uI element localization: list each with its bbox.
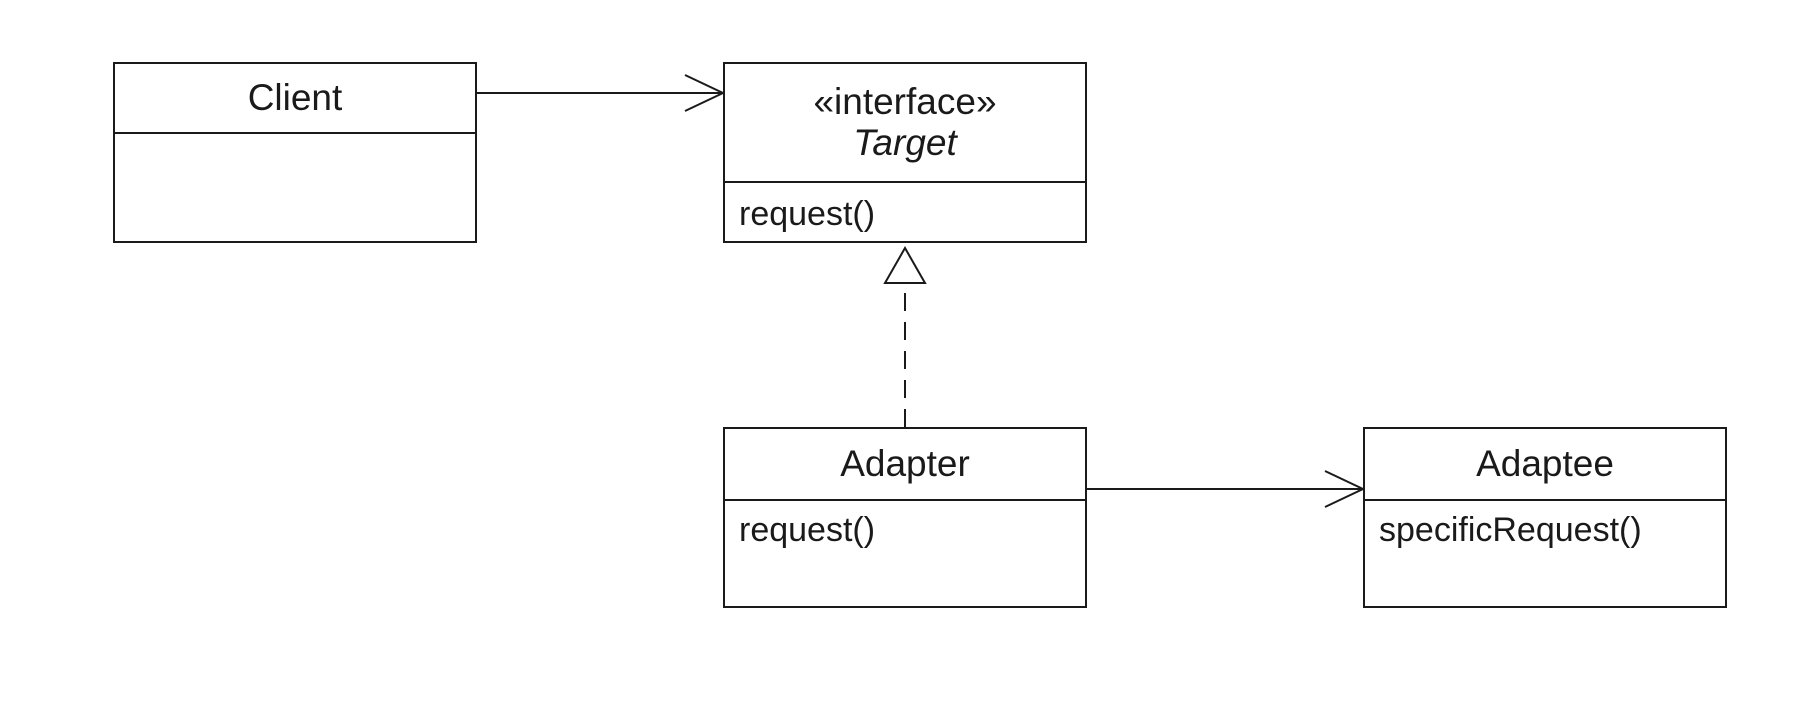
operation: request() [739,195,876,233]
class-client[interactable]: Client [113,62,477,243]
class-target-header: «interface» Target [725,64,1085,183]
realization-adapter-target [883,245,927,427]
class-adapter[interactable]: Adapter request() [723,427,1087,608]
class-adaptee-name: Adaptee [1476,442,1614,484]
class-target-name: Target [853,121,957,163]
association-adapter-adaptee [1087,470,1366,508]
operation: specificRequest() [1379,511,1642,549]
class-adaptee[interactable]: Adaptee specificRequest() [1363,427,1727,608]
class-adapter-name: Adapter [840,442,970,484]
class-client-name: Client [247,76,343,118]
class-target[interactable]: «interface» Target request() [723,62,1087,243]
association-client-target [477,74,726,112]
class-adapter-header: Adapter [725,429,1085,501]
class-adapter-operations: request() [725,501,1085,550]
class-adaptee-header: Adaptee [1365,429,1725,501]
class-client-operations [115,134,475,144]
class-client-header: Client [115,64,475,134]
class-target-stereotype: «interface» [813,80,997,122]
operation: request() [739,511,876,549]
class-target-operations: request() [725,183,1085,234]
class-adaptee-operations: specificRequest() [1365,501,1725,550]
